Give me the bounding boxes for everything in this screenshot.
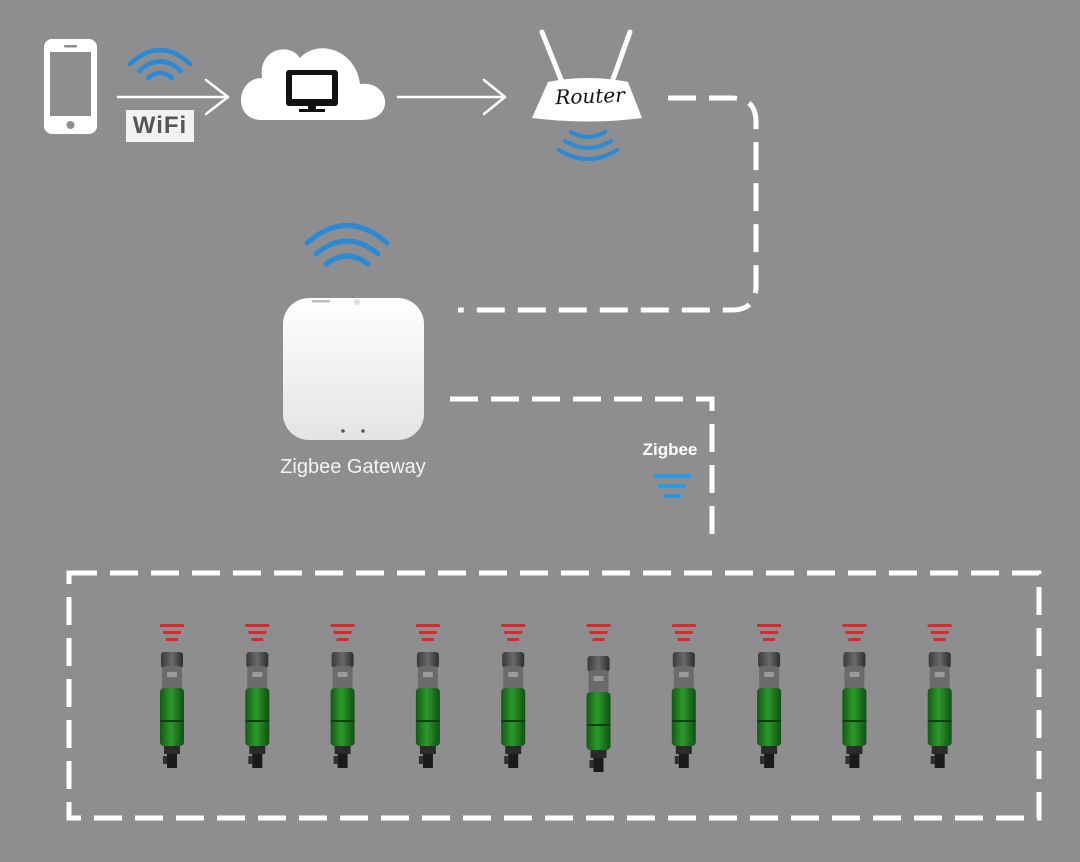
- device-signal-icon: [842, 624, 867, 641]
- valve-device: [757, 624, 782, 768]
- wifi-label: WiFi: [126, 110, 194, 142]
- router-signal-icon: [557, 130, 619, 161]
- water-valve-icon: [245, 652, 270, 768]
- valve-device: [245, 624, 270, 768]
- gateway-label: Zigbee Gateway: [280, 456, 426, 478]
- phone-icon: [44, 39, 97, 134]
- arrow-phone-to-cloud: [116, 78, 230, 116]
- device-signal-icon: [671, 624, 696, 641]
- arrow-cloud-to-router: [396, 78, 507, 116]
- gateway-wifi-signal-icon: [304, 223, 390, 267]
- valve-device: [415, 624, 440, 768]
- valve-device: [927, 624, 952, 768]
- device-signal-icon: [160, 624, 184, 641]
- router-icon: [532, 29, 642, 122]
- router-label: Router: [554, 82, 626, 110]
- water-valve-icon: [586, 656, 611, 772]
- wifi-signal-icon: [127, 47, 193, 81]
- device-signal-icon: [586, 624, 611, 641]
- cloud-icon: [240, 48, 386, 120]
- device-signal-icon: [330, 624, 355, 641]
- valve-device: [671, 624, 696, 768]
- device-signal-icon: [245, 624, 270, 641]
- water-valve-icon: [927, 652, 952, 768]
- water-valve-icon: [757, 652, 782, 768]
- valve-device: [160, 624, 184, 768]
- device-signal-icon: [415, 624, 440, 641]
- valve-device: [330, 624, 355, 768]
- valve-devices: [160, 624, 952, 772]
- valve-device: [586, 624, 611, 772]
- water-valve-icon: [160, 652, 184, 768]
- dashed-link-router-to-gateway: [458, 95, 759, 313]
- zigbee-label: Zigbee: [642, 440, 698, 459]
- water-valve-icon: [671, 652, 696, 768]
- dashed-link-gateway-to-devices: [450, 396, 715, 540]
- water-valve-icon: [330, 652, 355, 768]
- device-signal-icon: [757, 624, 782, 641]
- devices-group-box: [66, 570, 1042, 821]
- monitor-icon: [286, 70, 338, 112]
- zigbee-gateway-device: [283, 298, 424, 440]
- water-valve-icon: [501, 652, 526, 768]
- valve-device: [501, 624, 526, 768]
- device-signal-icon: [501, 624, 526, 641]
- device-signal-icon: [927, 624, 952, 641]
- valve-device: [842, 624, 867, 768]
- water-valve-icon: [842, 652, 867, 768]
- zigbee-signal-icon: [653, 474, 691, 498]
- water-valve-icon: [415, 652, 440, 768]
